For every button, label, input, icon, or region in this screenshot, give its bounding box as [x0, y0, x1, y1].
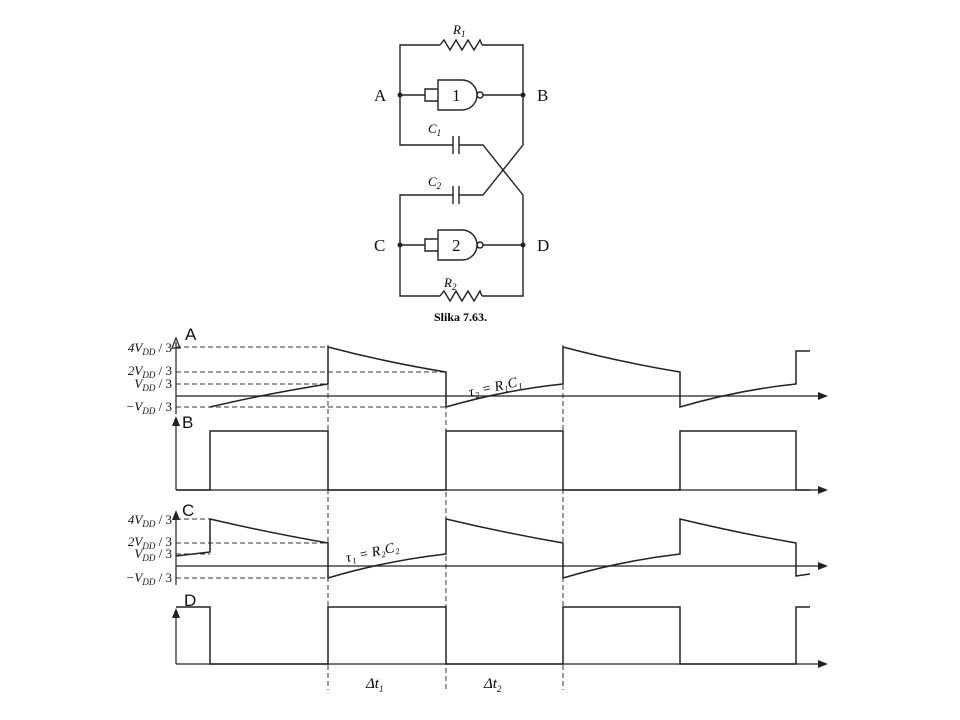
wire-c2-c [399, 194, 453, 245]
panel-a-x-arrow [818, 392, 828, 400]
node-b-label: B [537, 86, 548, 105]
astable-multivibrator-circuit: R1 1 A B C1 C2 2 C D R2 [374, 22, 549, 324]
panel-a-y-arrow [171, 336, 181, 349]
gate2-input-bracket [424, 238, 438, 252]
resistor-r1 [439, 38, 483, 52]
capacitor-c1 [452, 136, 460, 154]
panel-c-label: C [182, 501, 194, 520]
panel-d-label: D [184, 591, 196, 610]
delta-t2-label: Δt2 [483, 676, 502, 694]
node-a-label: A [374, 86, 387, 105]
c-level-2-label: 2VDD / 3 [128, 534, 172, 551]
node-c-label: C [374, 236, 385, 255]
c-level-4-label: 4VDD / 3 [128, 512, 172, 529]
a-level-1-label: VDD / 3 [134, 376, 172, 393]
node-d-label: D [537, 236, 549, 255]
a-level-4-label: 4VDD / 3 [128, 340, 172, 357]
panel-c: C 4VDD / 3 2VDD / 3 VDD / 3 −VDD / 3 τ₁ … [126, 501, 828, 587]
gate2-output-bubble [476, 241, 484, 249]
panel-d: D [172, 591, 828, 668]
gate1-input-bracket [424, 88, 438, 102]
panel-a: A 4VDD / 3 2VDD / 3 VDD / 3 −VDD / 3 τ₂ … [126, 325, 828, 416]
gate1-label: 1 [452, 86, 461, 105]
panel-b-label: B [182, 413, 193, 432]
c-level-neg-label: −VDD / 3 [126, 570, 172, 587]
gate2-label: 2 [452, 236, 461, 255]
c2-label: C2 [428, 174, 442, 191]
panel-d-y-arrow [172, 608, 180, 618]
panel-c-y-arrow [172, 510, 180, 520]
waveform-a [209, 346, 810, 409]
waveform-c [175, 518, 811, 580]
wire-top-loop [399, 44, 524, 95]
delta-t1-label: Δt1 [365, 676, 383, 694]
gate1-output-bubble [476, 91, 484, 99]
panel-b: B [172, 413, 828, 494]
panel-d-x-arrow [818, 660, 828, 668]
a-level-2-label: 2VDD / 3 [128, 363, 172, 380]
c1-label: C1 [428, 121, 441, 138]
wire-b-c2 [459, 95, 524, 196]
panel-b-x-arrow [818, 486, 828, 494]
timing-diagram: A 4VDD / 3 2VDD / 3 VDD / 3 −VDD / 3 τ₂ … [126, 325, 828, 694]
a-level-neg-label: −VDD / 3 [126, 399, 172, 416]
panel-c-x-arrow [818, 562, 828, 570]
capacitor-c2 [452, 186, 460, 204]
panel-b-y-arrow [172, 416, 180, 426]
c-level-1-label: VDD / 3 [134, 546, 172, 563]
wire-bottom-loop [399, 245, 524, 297]
r1-label: R1 [452, 22, 465, 39]
r2-label: R2 [443, 275, 457, 292]
figure-caption: Slika 7.63. [434, 310, 487, 324]
wire-a-c1 [399, 95, 453, 146]
resistor-r2 [439, 289, 483, 303]
waveform-b [176, 430, 810, 491]
waveform-d [176, 606, 810, 665]
panel-a-label: A [185, 325, 197, 344]
